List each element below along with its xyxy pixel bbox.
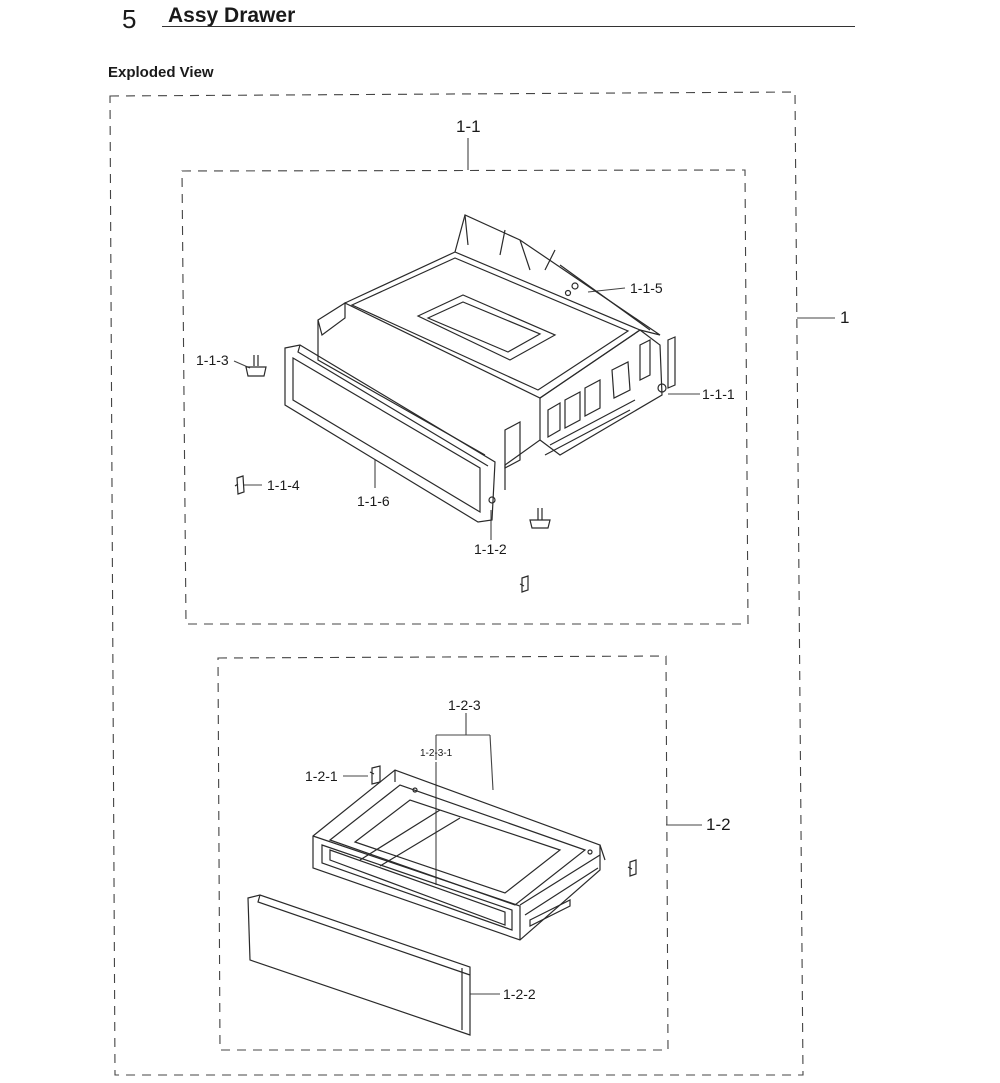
drawer-housing-drawing [317, 214, 676, 490]
label-assy-1: 1 [840, 308, 850, 327]
label-1-1-1: 1-1-1 [702, 386, 735, 402]
frame-sub-assembly-1-1 [181, 169, 749, 625]
leveling-leg-1-1-3 [245, 355, 267, 377]
title-underline [162, 26, 855, 27]
front-frame-drawing [284, 344, 496, 523]
leader-1-1-5 [587, 287, 626, 293]
label-1-1-4: 1-1-4 [267, 477, 300, 493]
label-1-1-3: 1-1-3 [196, 352, 229, 368]
clip-lower-right [627, 859, 637, 877]
clip-1-1-4 [234, 475, 245, 495]
clip-1-2-1 [369, 765, 381, 785]
drawer-tray-drawing [312, 769, 606, 941]
drawer-front-panel-1-2-2 [247, 894, 471, 1036]
leveling-leg-lower-right [529, 508, 551, 529]
label-1-1: 1-1 [456, 117, 481, 136]
label-1-1-2: 1-1-2 [474, 541, 507, 557]
leader-1-2-3 [435, 713, 494, 791]
view-title: Exploded View [108, 64, 214, 81]
label-1-1-5: 1-1-5 [630, 280, 663, 296]
frame-assembly-1 [109, 91, 804, 1076]
bracket-lower-right [519, 575, 529, 593]
label-1-2-3: 1-2-3 [448, 697, 481, 713]
label-1-2-1: 1-2-1 [305, 768, 338, 784]
label-1-2-2: 1-2-2 [503, 986, 536, 1002]
label-1-1-6: 1-1-6 [357, 493, 390, 509]
label-1-2: 1-2 [706, 815, 731, 834]
label-1-2-3-1: 1-2-3-1 [420, 748, 453, 759]
section-title: Assy Drawer [168, 4, 296, 27]
section-number: 5 [122, 4, 137, 34]
